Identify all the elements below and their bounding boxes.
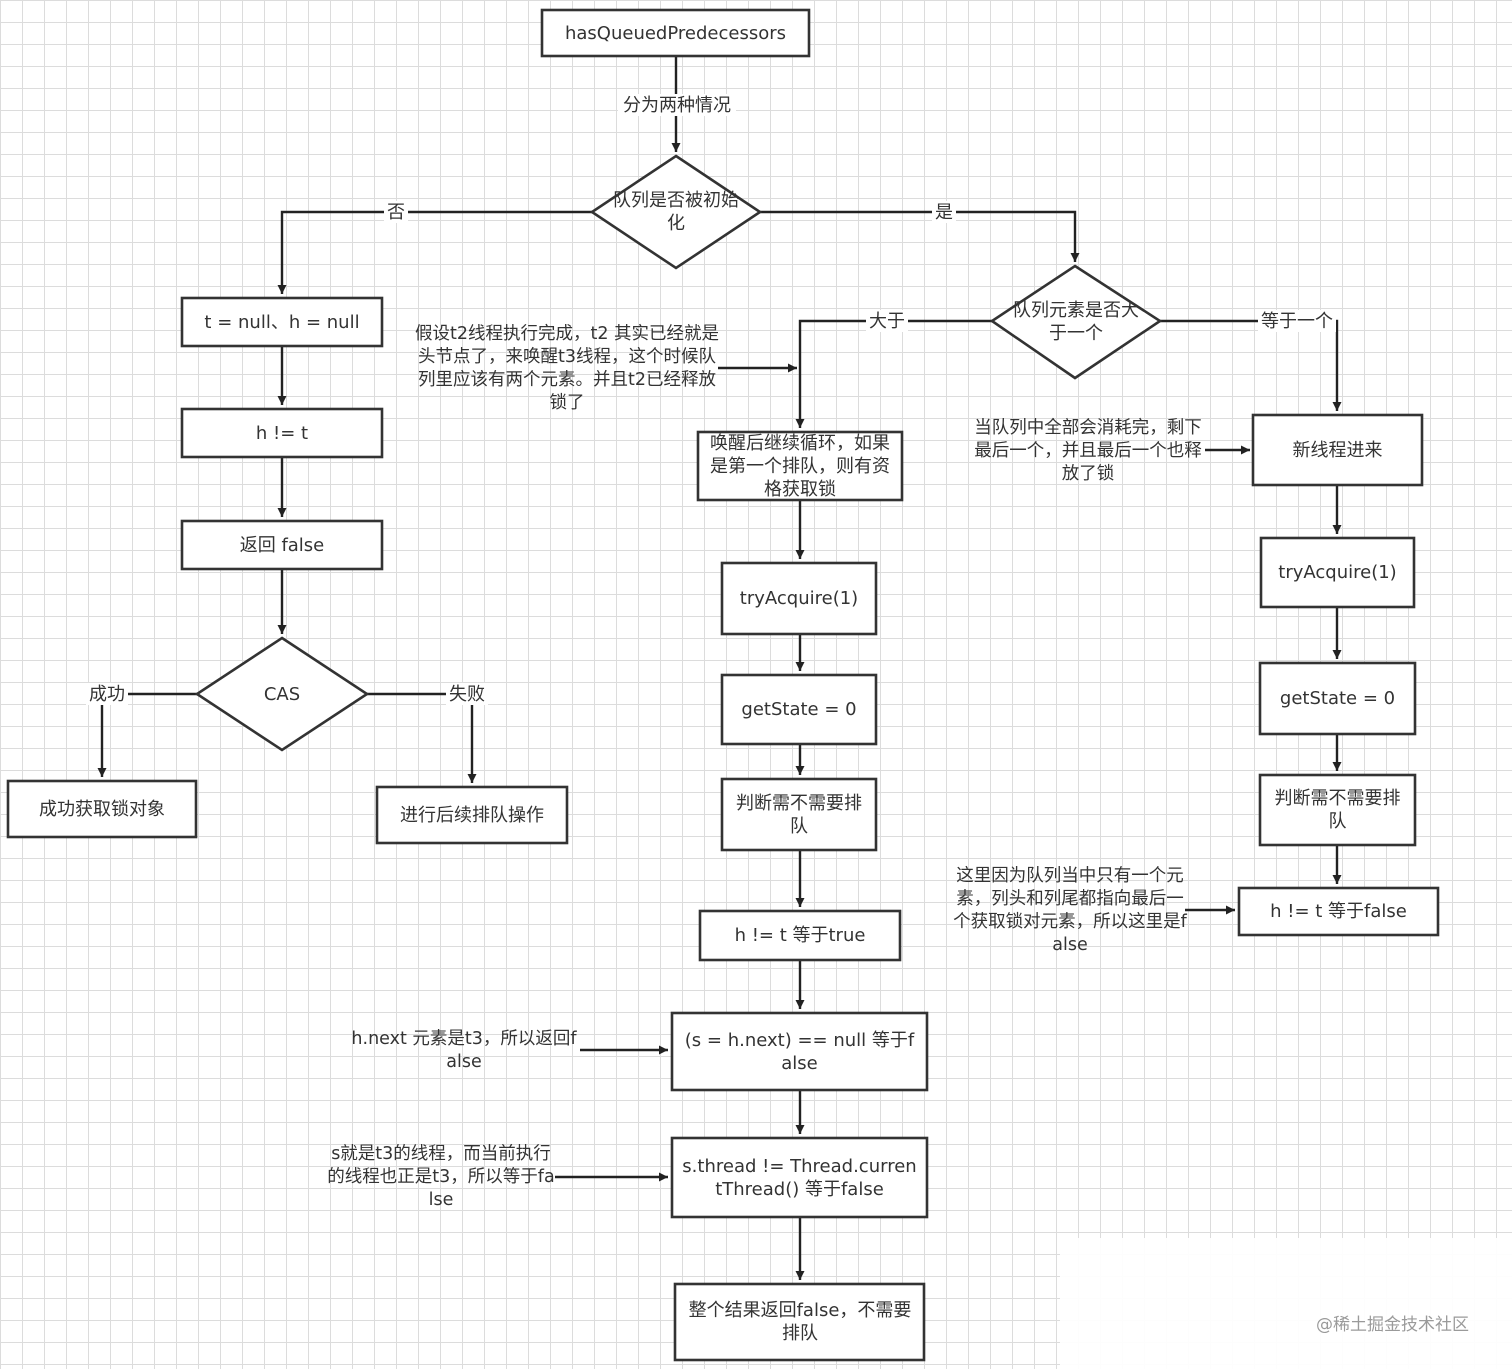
set-null-node: t = null、h = null [204, 311, 360, 333]
node-getstate-mid-box [720, 673, 878, 746]
edge-greater-branch [795, 319, 992, 428]
more-than-one-decision: 队列元素是否大于一个 [1013, 300, 1139, 344]
thread-check-node: s.thread != Thread.currentThread() 等于fal… [682, 1155, 917, 1200]
node-judge-mid-box [720, 777, 878, 852]
node-getstate-right-box [1258, 661, 1417, 736]
note-t2-done: 假设t2线程执行完成，t2 其实已经就是头节点了，来唤醒t3线程，这个时候队列里… [414, 324, 720, 413]
try-acquire-mid-node: tryAcquire(1) [739, 588, 859, 609]
cas-fail-node: 进行后续排队操作 [400, 804, 544, 826]
node-cas-success-box [6, 779, 198, 839]
edge-equal-one-branch [1160, 319, 1342, 411]
connectors [97, 56, 1342, 1280]
cas-success-node: 成功获取锁对象 [39, 798, 165, 820]
start-node: hasQueuedPredecessors [564, 22, 786, 44]
node-final-box [673, 1282, 926, 1362]
note-queue-consumed: 当队列中全部会消耗完，剩下最后一个，并且最后一个也释放了锁 [974, 417, 1202, 484]
edge-label-no: 否 [384, 201, 408, 223]
node-wake-box [696, 430, 904, 502]
node-try-right-box [1259, 536, 1416, 609]
node-null-box [180, 296, 384, 348]
wake-loop-node: 唤醒后继续循环，如果是第一个排队，则有资格获取锁 [710, 432, 890, 500]
node-initialized-diamond [589, 154, 763, 270]
node-snext-box [670, 1011, 929, 1092]
try-acquire-right-node: tryAcquire(1) [1278, 562, 1397, 583]
get-state-right-node: getState = 0 [1279, 688, 1396, 709]
node-new-thread-box [1251, 413, 1424, 487]
cas-decision: CAS [263, 683, 301, 705]
judge-mid-node: 判断需不需要排队 [736, 792, 862, 837]
edge-cas-fail [367, 692, 477, 783]
edge-no-branch [277, 210, 592, 294]
node-hnet-false-box [1237, 886, 1440, 937]
watermark-text: @稀土掘金技术社区 [1316, 1314, 1469, 1335]
edge-label-greater: 大于 [866, 310, 908, 332]
edge-label-fail: 失败 [446, 683, 488, 705]
node-hnet-true-box [698, 909, 902, 962]
node-cas-diamond [194, 636, 370, 752]
is-initialized-decision: 队列是否被初始化 [613, 190, 739, 234]
edge-label-success: 成功 [86, 683, 128, 705]
edge-label-split: 分为两种情况 [618, 94, 736, 116]
shapes [6, 8, 1440, 1362]
edge-yes-branch [760, 210, 1080, 262]
node-try-mid-box [720, 561, 878, 636]
edge-label-equal-one: 等于一个 [1258, 310, 1336, 332]
note-hnext-t3: h.next 元素是t3，所以返回false [351, 1028, 577, 1072]
node-more-than-one-diamond [989, 264, 1163, 380]
judge-right-node: 判断需不需要排队 [1274, 788, 1401, 832]
note-only-one: 这里因为队列当中只有一个元素，列头和列尾都指向最后一个获取锁对元素，所以这里是f… [953, 866, 1187, 955]
s-next-null-node: (s = h.next) == null 等于false [684, 1029, 915, 1074]
edge-cas-success [97, 692, 197, 777]
node-hnet-left-box [180, 407, 384, 459]
h-ne-t-true-node: h != t 等于true [734, 925, 866, 946]
new-thread-node: 新线程进来 [1292, 439, 1383, 461]
final-result-node: 整个结果返回false，不需要排队 [688, 1300, 912, 1344]
watermark-backdrop [1060, 1238, 1512, 1369]
h-ne-t-false-node: h != t 等于false [1270, 901, 1407, 922]
return-false-left-node: 返回 false [239, 534, 325, 556]
node-cas-fail-box [375, 785, 569, 845]
get-state-mid-node: getState = 0 [741, 699, 857, 720]
node-thread-box [670, 1136, 929, 1219]
h-ne-t-left-node: h != t [255, 422, 309, 444]
node-start-box [540, 8, 811, 58]
edge-label-yes: 是 [932, 201, 956, 223]
node-return-left-box [180, 519, 384, 571]
note-s-is-t3: s就是t3的线程，而当前执行的线程也正是t3，所以等于false [327, 1143, 555, 1210]
node-judge-right-box [1258, 773, 1417, 847]
